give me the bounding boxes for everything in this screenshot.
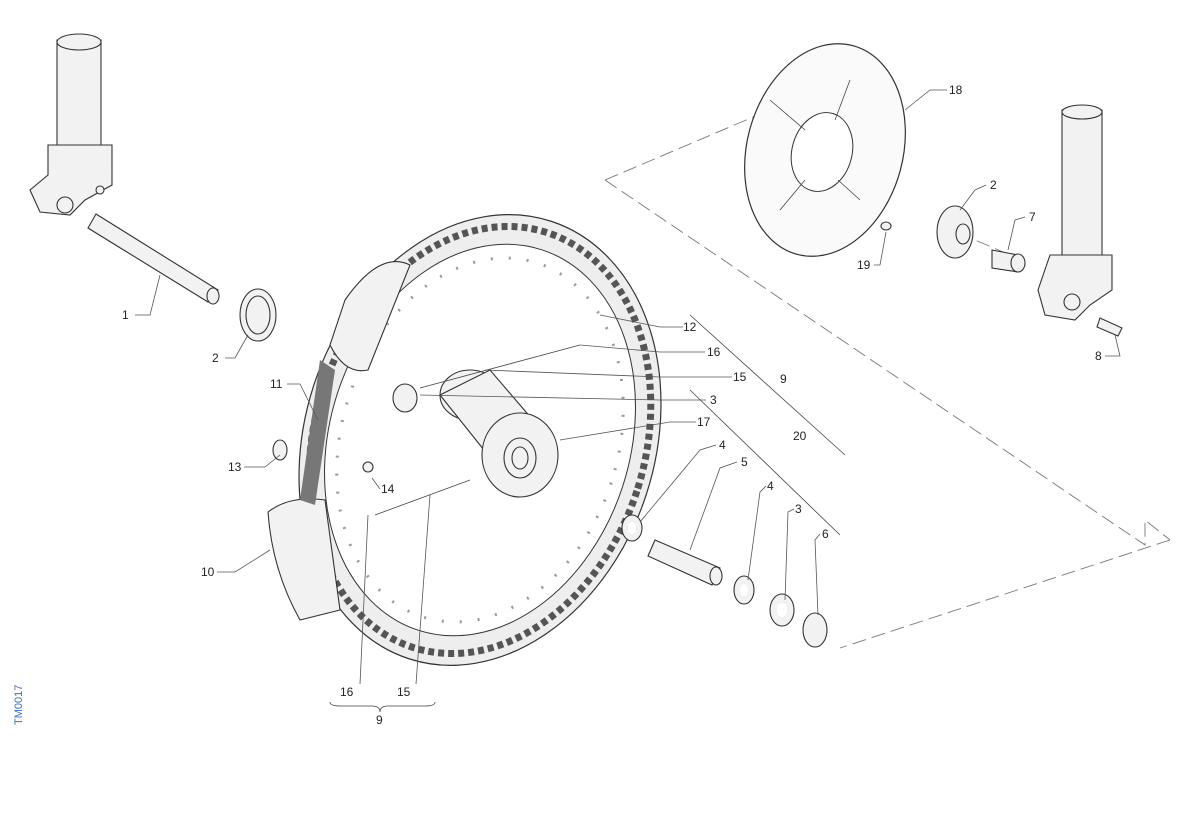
callout-3: 3	[710, 393, 717, 407]
wheel-assembly	[298, 214, 662, 666]
hub-bearing	[392, 383, 418, 413]
disc-bolt	[880, 221, 892, 231]
callout-2: 2	[212, 351, 219, 365]
brake-disc	[744, 43, 906, 257]
callout-9b: 9	[376, 713, 383, 727]
spoke-holes	[335, 256, 625, 624]
callout-10: 10	[201, 565, 215, 579]
seal-inner	[245, 295, 271, 335]
callout-4: 4	[719, 438, 726, 452]
right-fork-leg	[1037, 104, 1123, 337]
callout-17: 17	[697, 415, 711, 429]
callout-13: 13	[228, 460, 242, 474]
callout-19: 19	[857, 258, 871, 272]
assembly-guide-lines	[604, 111, 1171, 649]
pinch-bolt	[1096, 317, 1123, 337]
callout-labels: 1 2 11 13 14 10 12 16 15 9 3 17 20 4 5 4…	[122, 83, 1102, 727]
callout-20: 20	[793, 429, 807, 443]
callout-2b: 2	[990, 178, 997, 192]
spacers-and-bearings	[621, 514, 828, 648]
callout-8: 8	[1095, 349, 1102, 363]
left-fork-leg	[29, 33, 113, 216]
callout-16: 16	[707, 345, 721, 359]
axle	[87, 213, 220, 305]
callout-7: 7	[1029, 210, 1036, 224]
drawing-code: TM0017	[13, 685, 25, 725]
callout-4b: 4	[767, 479, 774, 493]
callout-3b: 3	[795, 502, 802, 516]
right-dust-seal	[936, 205, 974, 259]
rim-tape	[300, 360, 335, 505]
callout-12: 12	[683, 320, 697, 334]
callout-15: 15	[733, 370, 747, 384]
callout-15b: 15	[397, 685, 411, 699]
callout-9: 9	[780, 372, 787, 386]
callout-6: 6	[822, 527, 829, 541]
callout-14: 14	[381, 482, 395, 496]
callout-11: 11	[270, 377, 283, 391]
callout-18: 18	[949, 83, 963, 97]
callout-5: 5	[741, 455, 748, 469]
callout-16b: 16	[340, 685, 354, 699]
valve	[272, 439, 288, 461]
inner-tube-bottom	[267, 498, 341, 621]
inner-tube-top	[329, 261, 411, 372]
callout-1: 1	[122, 308, 129, 322]
